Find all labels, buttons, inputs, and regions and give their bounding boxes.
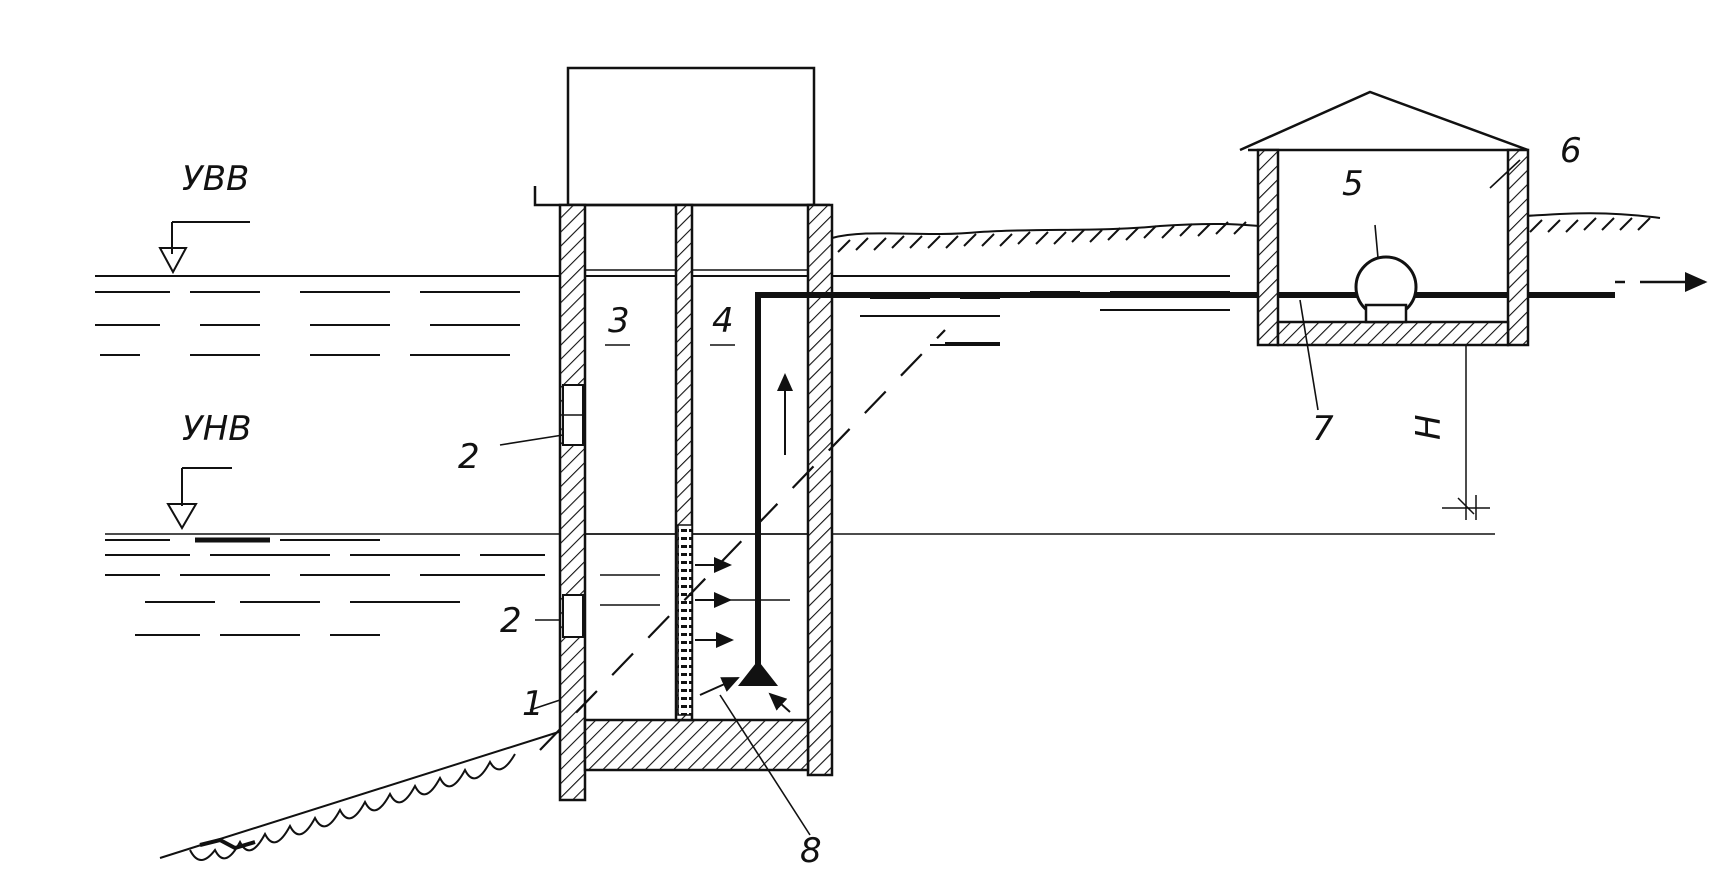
callout-1: 1 [522,684,544,724]
low-water-marker [166,467,232,530]
low-water-label: УНВ [182,409,252,449]
callout-2-lower: 2 [500,601,522,641]
top-slab-edge [533,186,568,207]
river-bed [159,729,566,861]
high-water-label: УВВ [182,159,249,199]
ground-surface [831,212,1661,253]
suction-pipe [737,292,1615,686]
shaft-bottom-slab [583,718,810,772]
shaft-right-wall [806,203,834,777]
callout-5: 5 [1342,164,1364,204]
callout-2-upper: 2 [458,437,480,477]
superstructure [566,66,816,207]
callout-6: 6 [1560,131,1582,171]
shaft-left-wall [558,203,587,802]
low-water-lines [105,533,1495,636]
lower-intake-window [562,594,584,638]
head-dimension [1442,345,1490,520]
callout-8: 8 [800,831,822,871]
callout-7: 7 [1312,409,1334,449]
bank-dashed-line [539,329,946,751]
callout-4: 4 [712,301,734,341]
head-label: H [1409,414,1449,440]
high-water-lines [95,275,1230,356]
screen-mesh [677,524,693,716]
pump-station [1239,90,1530,347]
flow-arrows [695,557,791,713]
leader-lines [499,159,1521,836]
high-water-marker [158,221,250,275]
callout-3: 3 [608,301,630,341]
